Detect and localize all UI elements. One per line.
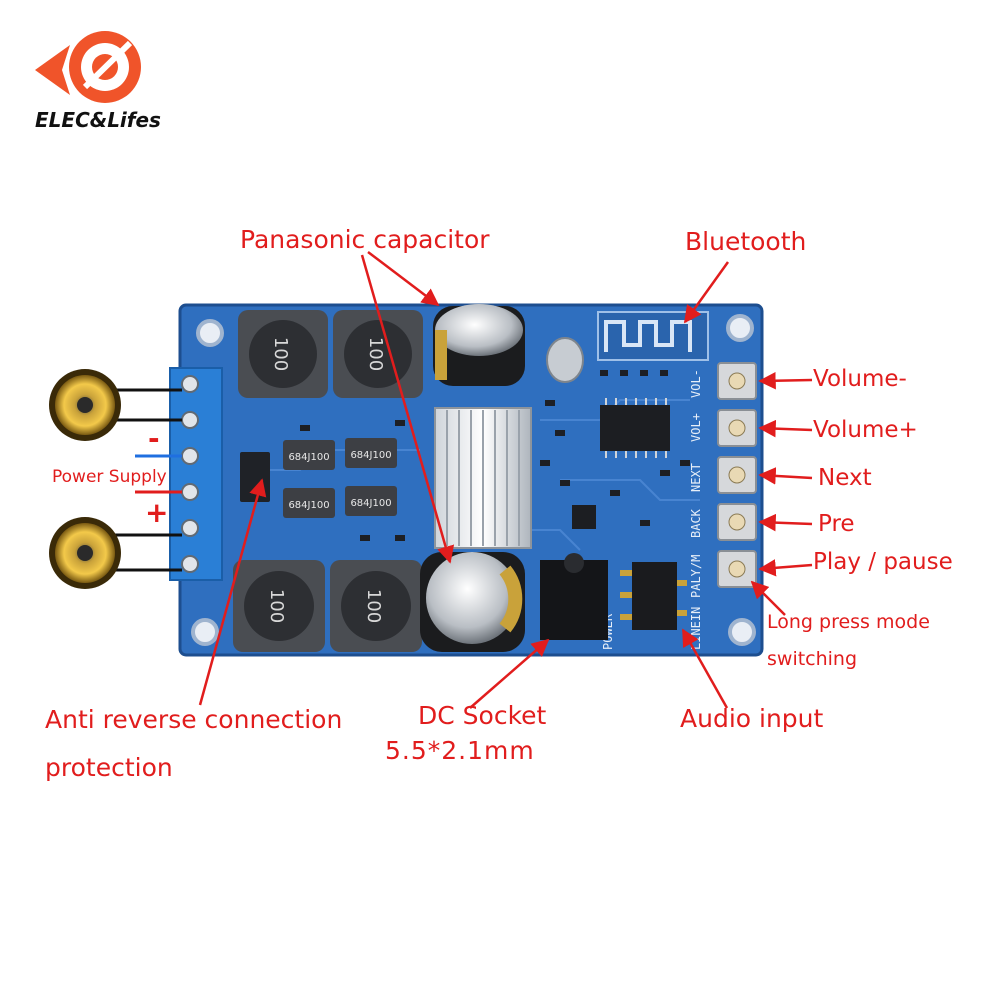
svg-text:VOL-: VOL- [689,369,703,398]
brand-name: ELEC&Lifes [35,108,161,132]
svg-text:BACK: BACK [689,508,703,538]
label-dc-socket-size: 5.5*2.1mm [385,736,535,765]
svg-text:100: 100 [270,337,291,371]
svg-text:684J100: 684J100 [288,452,329,463]
label-dc-socket: DC Socket [418,701,547,730]
plus-sign: + [145,496,169,529]
speaker-bottom-icon [49,517,121,589]
amplifier-ic [572,398,670,529]
resistor-block: 684J100 684J100 684J100 684J100 [283,438,397,518]
dc-socket [540,553,608,640]
label-volume-plus: Volume+ [813,417,918,443]
brand-logo-icon [35,31,141,103]
svg-text:100: 100 [365,337,386,371]
svg-text:684J100: 684J100 [288,500,329,511]
svg-text:PALY/M: PALY/M [689,555,703,598]
svg-text:VOL+: VOL+ [689,413,703,442]
heatsink [434,407,532,549]
label-long-press-line2: switching [767,648,858,670]
label-volume-minus: Volume- [813,366,907,392]
label-long-press: Long press mode [767,611,930,633]
bluetooth-antenna [597,311,709,361]
protection-diode [240,452,270,502]
label-power-supply: Power Supply [52,467,167,487]
audio-jack [620,562,687,630]
minus-sign: - [148,422,160,455]
inductor-bottom-left: 100 [233,560,325,652]
label-anti-reverse: Anti reverse connection [45,705,343,734]
capacitor-bottom [420,552,525,652]
svg-text:684J100: 684J100 [350,498,391,509]
label-next: Next [818,465,872,491]
label-play-pause: Play / pause [813,549,953,575]
callout-arrows [198,251,813,709]
svg-text:684J100: 684J100 [350,450,391,461]
inductor-top-left: 100 [238,310,328,398]
svg-text:100: 100 [266,589,287,623]
inductor-top-right: 100 [333,310,423,398]
svg-text:NEXT: NEXT [689,463,703,492]
svg-text:100: 100 [363,589,384,623]
crystal [546,337,584,383]
label-bluetooth: Bluetooth [685,227,807,256]
label-pre: Pre [818,511,855,537]
inductor-bottom-right: 100 [330,560,422,652]
label-audio-input: Audio input [680,704,824,733]
capacitor-top [433,304,525,386]
screw-terminal [169,367,223,581]
label-anti-reverse-line2: protection [45,753,173,782]
wires [115,388,182,572]
tactile-buttons [717,362,757,588]
smd-components [300,370,690,541]
label-panasonic-capacitor: Panasonic capacitor [240,225,490,254]
speaker-top-icon [49,369,121,441]
